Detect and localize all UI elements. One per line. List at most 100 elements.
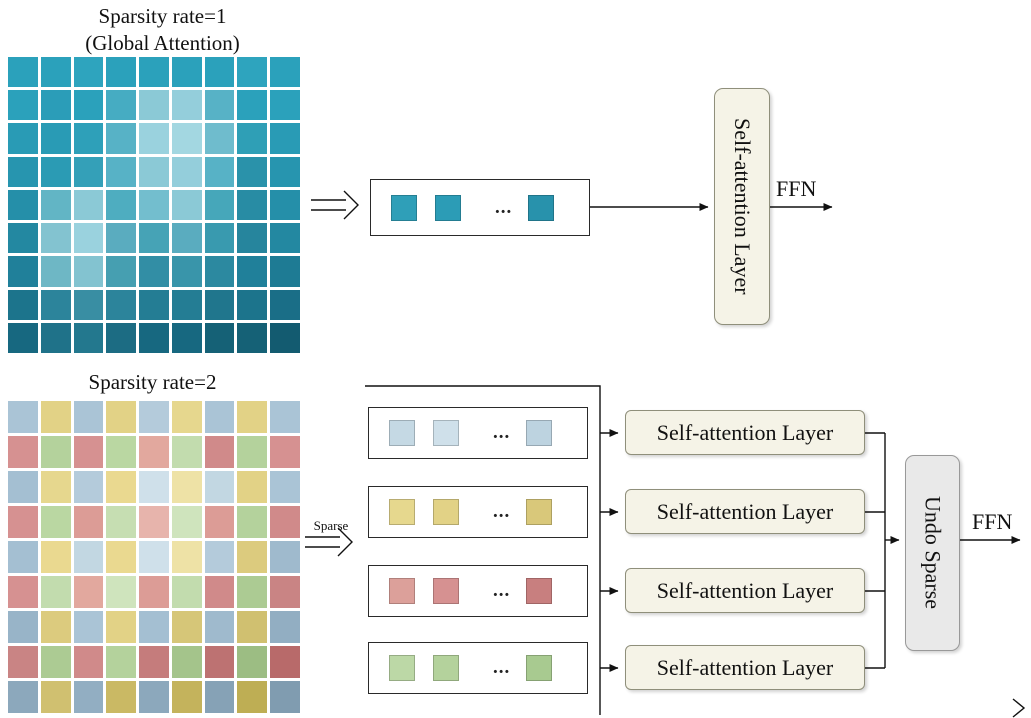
top-title-line2: (Global Attention) [85, 31, 240, 55]
ellipsis-label: ... [493, 580, 511, 601]
grid-tile [106, 506, 137, 538]
grid-tile [171, 541, 202, 573]
token-square [526, 578, 553, 604]
grid-tile [270, 401, 300, 433]
self-attention-layer-label: Self-attention Layer [656, 498, 834, 524]
grid-tile [204, 506, 235, 538]
token-square [391, 194, 417, 221]
grid-tile [171, 646, 202, 678]
grid-tile [139, 646, 169, 678]
grid-tile [204, 541, 235, 573]
grid-tile [139, 576, 169, 608]
grid-tile [204, 436, 235, 468]
sparse-arrow-label: Sparse [313, 518, 349, 533]
grid-tile [106, 611, 137, 643]
grid-tile [270, 189, 300, 221]
grid-tile [270, 57, 300, 88]
grid-tile [73, 57, 104, 88]
grid-tile [237, 471, 268, 503]
self-attention-layer-box-2: Self-attention Layer [625, 489, 865, 534]
grid-tile [8, 401, 38, 433]
grid-tile [106, 322, 137, 353]
grid-tile [40, 506, 71, 538]
grid-tile [171, 289, 202, 320]
self-attention-layer-label: Self-attention Layer [656, 577, 834, 603]
grid-tile [139, 506, 169, 538]
grid-tile [270, 506, 300, 538]
grid-tile [237, 576, 268, 608]
output-arrow-icon [1012, 698, 1026, 718]
top-title-line1: Sparsity rate=1 [98, 4, 227, 28]
self-attention-layer-label: Self-attention Layer [730, 118, 755, 295]
grid-tile [270, 156, 300, 187]
grid-tile [106, 471, 137, 503]
grid-tile [139, 90, 169, 121]
grid-tile [73, 123, 104, 154]
grid-tile [171, 681, 202, 713]
grid-tile [40, 223, 71, 254]
split-arrows [600, 429, 619, 672]
grid-tile [270, 576, 300, 608]
grid-tile [8, 681, 38, 713]
token-square [526, 499, 553, 525]
grid-tile [171, 576, 202, 608]
grid-tile [139, 541, 169, 573]
grid-tile [237, 541, 268, 573]
grid-tile [171, 256, 202, 287]
grid-tile [237, 289, 268, 320]
grid-tile [171, 506, 202, 538]
grid-tile [106, 436, 137, 468]
grid-tile [237, 681, 268, 713]
grid-tile [204, 189, 235, 221]
global-attention-image-grid [8, 57, 300, 353]
grid-tile [8, 506, 38, 538]
grid-tile [8, 322, 38, 353]
grid-tile [40, 681, 71, 713]
grid-tile [40, 646, 71, 678]
grid-tile [171, 436, 202, 468]
token-square [389, 499, 415, 525]
grid-tile [139, 289, 169, 320]
grid-tile [73, 322, 104, 353]
grid-tile [171, 611, 202, 643]
token-square [433, 655, 459, 681]
self-attention-layer-label: Self-attention Layer [656, 419, 834, 445]
grid-tile [73, 576, 104, 608]
grid-tile [171, 322, 202, 353]
token-sequence-box-group4: ... [368, 642, 588, 694]
grid-tile [270, 646, 300, 678]
grid-tile [171, 471, 202, 503]
grid-tile [139, 156, 169, 187]
grid-tile [8, 123, 38, 154]
grid-tile [8, 156, 38, 187]
self-attention-layer-box-1: Self-attention Layer [625, 410, 865, 455]
grid-tile [40, 436, 71, 468]
grid-tile [106, 189, 137, 221]
token-square [526, 655, 553, 681]
ellipsis-label: ... [493, 422, 511, 443]
grid-tile [139, 436, 169, 468]
grid-tile [106, 90, 137, 121]
grid-tile [106, 289, 137, 320]
grid-tile [8, 256, 38, 287]
grid-tile [73, 256, 104, 287]
token-square [435, 194, 461, 221]
grid-tile [139, 256, 169, 287]
token-sequence-box-global: ... [370, 179, 590, 236]
grid-tile [106, 681, 137, 713]
grid-tile [8, 189, 38, 221]
grid-tile [270, 611, 300, 643]
undo-sparse-box: Undo Sparse [905, 455, 960, 651]
grid-tile [139, 681, 169, 713]
grid-tile [204, 611, 235, 643]
grid-tile [204, 401, 235, 433]
grid-tile [40, 256, 71, 287]
token-square [389, 655, 415, 681]
token-square [433, 420, 459, 446]
undo-sparse-label: Undo Sparse [920, 496, 946, 610]
grid-tile [106, 646, 137, 678]
grid-tile [204, 576, 235, 608]
grid-tile [270, 90, 300, 121]
self-attention-layer-label: Self-attention Layer [656, 654, 834, 680]
